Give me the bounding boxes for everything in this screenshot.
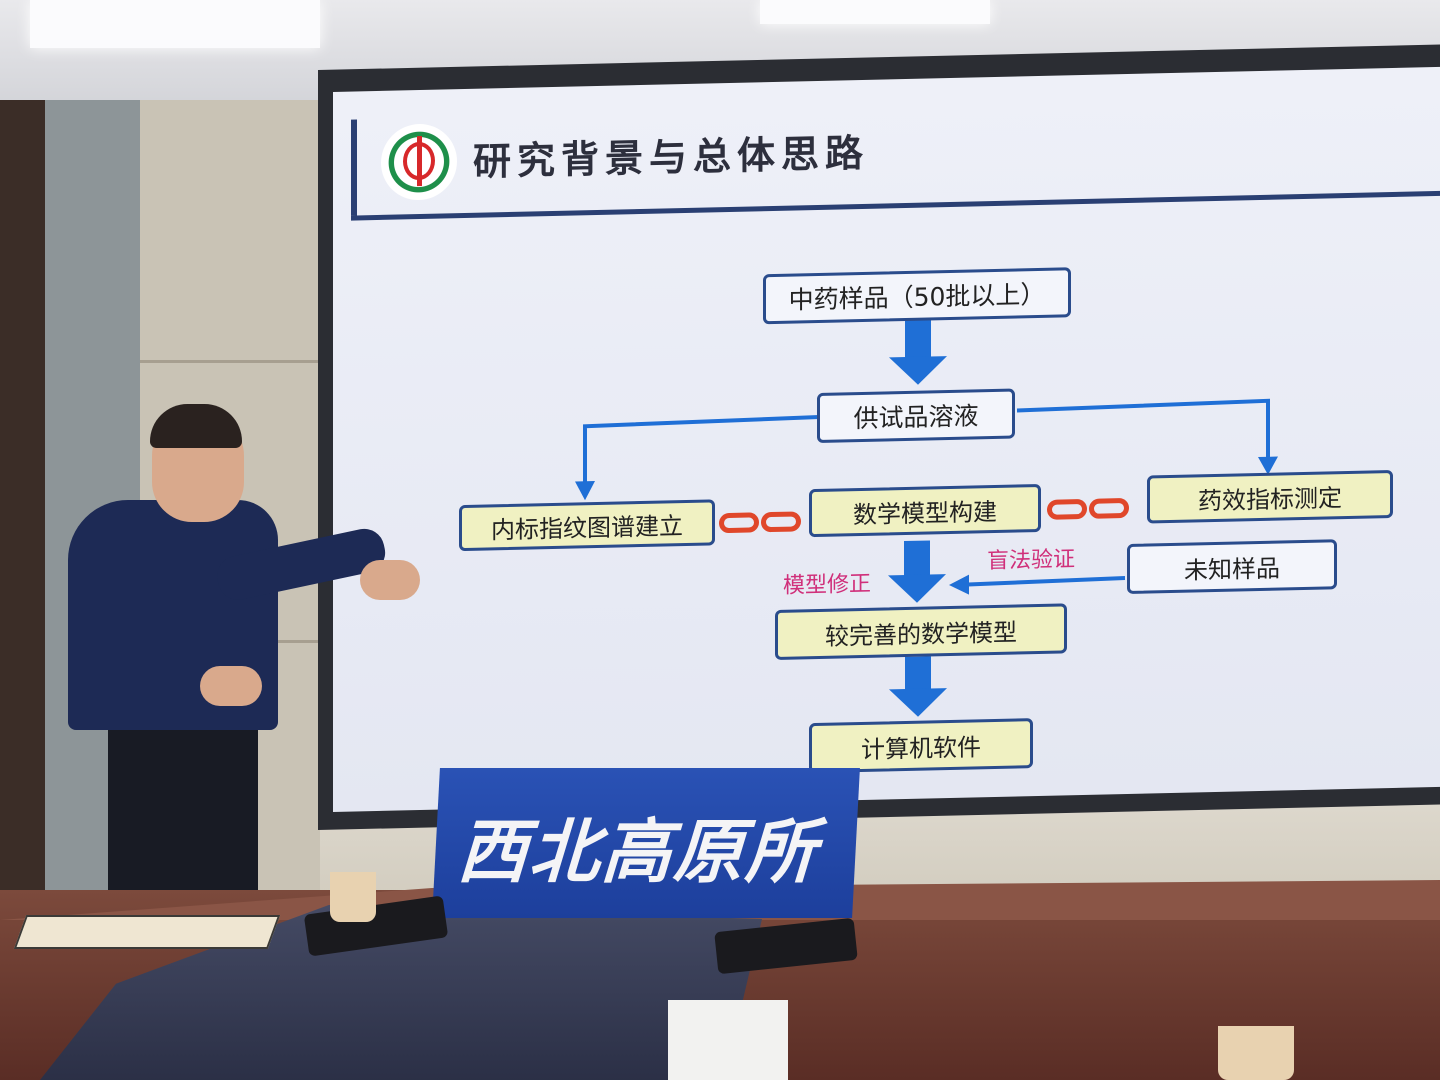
arrowhead [1258,456,1278,475]
presenter-hair [150,404,242,448]
paper-cup [1218,1026,1294,1080]
projection-screen: 研究背景与总体思路 中药样品（50批以上） 供试品溶液 内标指纹图谱建立 数学模… [333,66,1440,813]
label-blind-validation: 盲法验证 [987,547,1076,575]
paper-cup [330,872,376,922]
presenter-hand [360,560,420,600]
box-efficacy: 药效指标测定 [1147,469,1393,524]
arrow-unknown-to-model [964,576,1126,587]
chain-link-icon [719,509,805,535]
arrow-to-efficacy [1016,398,1270,461]
box-software: 计算机软件 [809,718,1033,774]
arrowhead [888,574,946,603]
chain-link-icon [1047,496,1133,522]
arrow-to-fingerprint [583,414,820,487]
arrowhead [889,356,947,385]
ceiling-light [30,0,320,48]
arrow-samples-to-solution [905,318,931,360]
arrowhead [949,574,969,595]
ceiling-light [760,0,990,24]
notebook [13,915,281,949]
box-solution: 供试品溶液 [817,388,1015,444]
presenter-hand [200,666,262,706]
box-final-model: 较完善的数学模型 [775,603,1067,660]
tissue-box [668,1000,788,1080]
label-model-fix: 模型修正 [783,571,872,599]
nameplate-text: 西北高原所 [455,810,820,893]
box-samples: 中药样品（50批以上） [763,267,1071,325]
wall-panel-line [140,360,320,363]
arrowhead [575,481,595,501]
arrow-final-down [905,656,931,694]
arrow-model-down [904,540,930,580]
presenter-legs [108,722,258,922]
presenter [68,400,420,922]
box-model-build: 数学模型构建 [809,483,1041,538]
box-fingerprint: 内标指纹图谱建立 [459,499,715,552]
box-unknown: 未知样品 [1127,539,1337,594]
flowchart-arrows [575,318,1278,717]
nameplate: 西北高原所 [432,768,860,918]
arrowhead [889,688,947,717]
